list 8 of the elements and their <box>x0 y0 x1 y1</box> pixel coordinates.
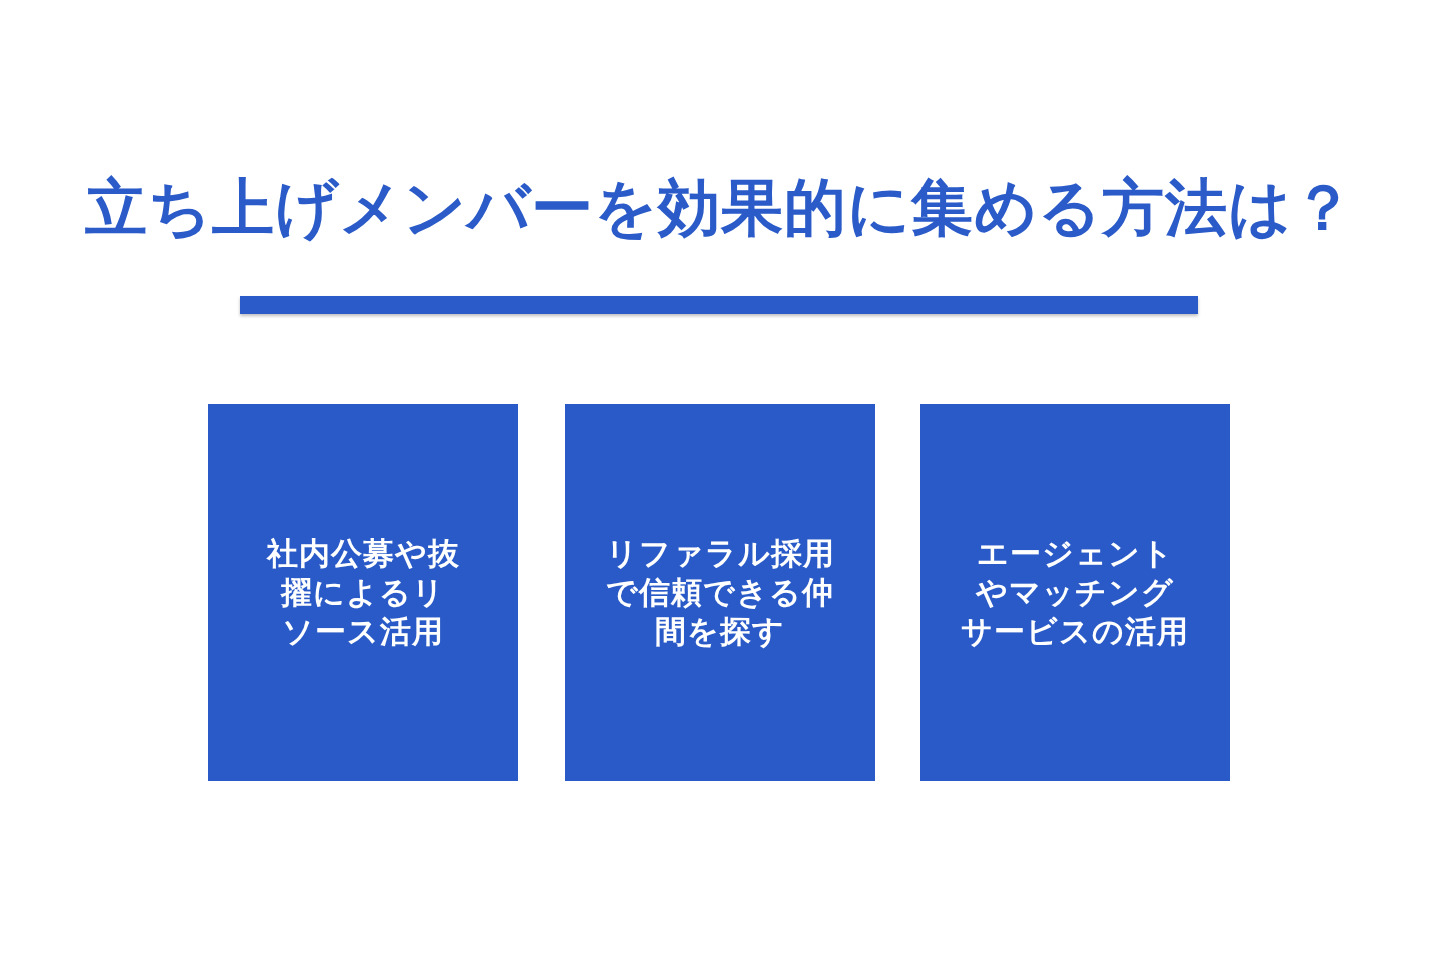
card-text: リファラル採用で信頼できる仲間を探す <box>605 534 835 651</box>
divider-bar <box>240 296 1198 314</box>
info-card <box>565 404 875 781</box>
title: 立ち上げメンバーを効果的に集める方法は？ <box>85 171 1355 245</box>
card-text: エージェントやマッチングサービスの活用 <box>961 534 1189 651</box>
info-card <box>208 404 518 781</box>
card-text: 社内公募や抜擢によるリソース活用 <box>265 534 461 651</box>
info-card <box>920 404 1230 781</box>
